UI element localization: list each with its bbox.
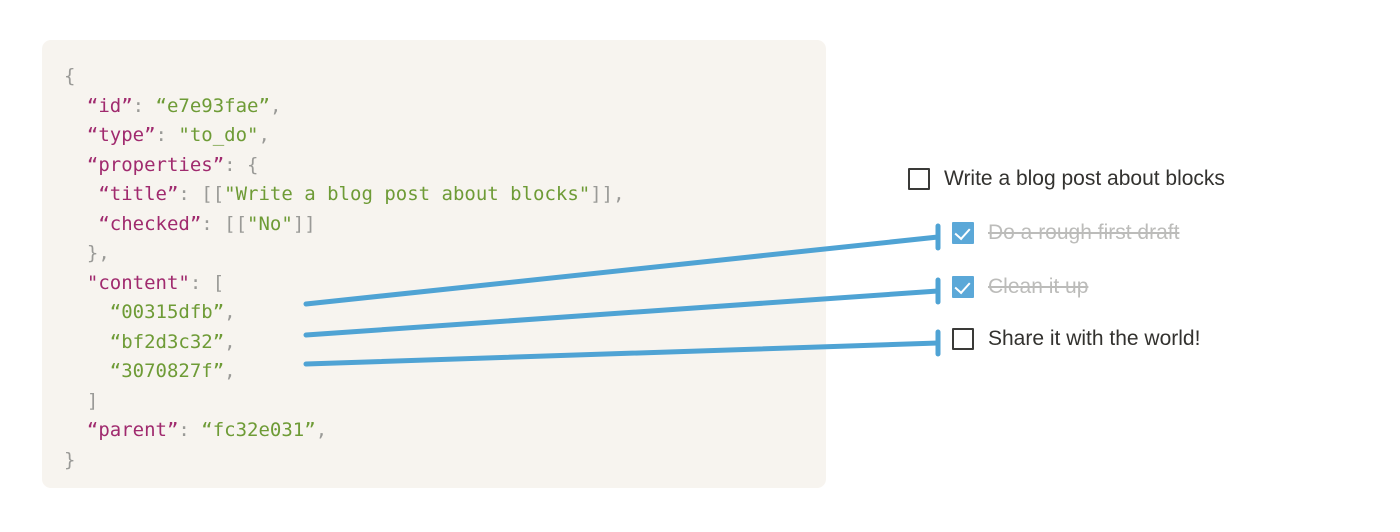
code-token: "to_do" bbox=[178, 124, 259, 146]
code-line-8: “00315dfb”, bbox=[64, 298, 625, 328]
code-token: “3070827f” bbox=[109, 360, 225, 382]
code-token: “checked” bbox=[98, 212, 202, 235]
code-token: : bbox=[132, 94, 156, 117]
code-line-6: }, bbox=[64, 239, 625, 269]
code-token: } bbox=[64, 448, 76, 471]
code-token: “parent” bbox=[86, 419, 179, 441]
code-line-1: “id”: “e7e93fae”, bbox=[64, 92, 625, 122]
code-token bbox=[64, 331, 110, 353]
code-token: "Write a blog post about blocks" bbox=[224, 183, 591, 205]
code-token: “id” bbox=[86, 94, 133, 117]
code-token: “type” bbox=[86, 124, 156, 146]
code-line-2: “type”: "to_do", bbox=[64, 121, 625, 151]
code-line-11: ] bbox=[64, 387, 625, 417]
json-code-block: { “id”: “e7e93fae”, “type”: "to_do", “pr… bbox=[64, 62, 625, 475]
code-line-9: “bf2d3c32”, bbox=[64, 328, 625, 358]
checkbox-checked-icon[interactable] bbox=[952, 222, 974, 244]
code-token: , bbox=[224, 330, 236, 353]
todo-item-label: Share it with the world! bbox=[988, 327, 1201, 350]
code-token: : [[ bbox=[178, 183, 225, 205]
code-token: , bbox=[224, 301, 236, 323]
code-token: ]], bbox=[590, 183, 625, 205]
code-token: “bf2d3c32” bbox=[109, 330, 225, 353]
todo-item[interactable]: Clean it up bbox=[952, 272, 1088, 302]
checkbox-unchecked-icon[interactable] bbox=[952, 328, 974, 350]
code-token: , bbox=[269, 94, 282, 117]
code-token: ] bbox=[64, 389, 99, 412]
code-line-7: "content": [ bbox=[64, 269, 625, 299]
code-token: : { bbox=[224, 153, 259, 176]
code-token: , bbox=[224, 360, 236, 382]
code-token: "content" bbox=[86, 271, 190, 294]
code-token: “properties” bbox=[86, 153, 225, 176]
code-token: }, bbox=[64, 242, 110, 264]
code-token: ]] bbox=[292, 212, 316, 235]
code-token bbox=[64, 154, 87, 176]
checkbox-checked-icon[interactable] bbox=[952, 276, 974, 298]
code-line-4: “title”: [["Write a blog post about bloc… bbox=[64, 180, 625, 210]
code-token bbox=[64, 183, 98, 205]
code-token: : [[ bbox=[201, 212, 248, 235]
code-token: “00315dfb” bbox=[109, 301, 225, 323]
code-token bbox=[64, 95, 87, 117]
code-token bbox=[64, 360, 110, 382]
code-token: : [ bbox=[189, 271, 225, 294]
code-token: : bbox=[178, 419, 202, 441]
code-line-0: { bbox=[64, 62, 625, 92]
code-line-5: “checked”: [["No"]] bbox=[64, 210, 625, 240]
todo-item[interactable]: Write a blog post about blocks bbox=[908, 164, 1225, 194]
code-token bbox=[64, 419, 87, 441]
code-token: { bbox=[64, 65, 76, 87]
code-line-10: “3070827f”, bbox=[64, 357, 625, 387]
code-line-3: “properties”: { bbox=[64, 151, 625, 181]
code-token: , bbox=[315, 419, 328, 441]
code-token: "No" bbox=[247, 212, 293, 235]
code-token: , bbox=[258, 124, 270, 146]
code-line-13: } bbox=[64, 446, 625, 476]
checkbox-unchecked-icon[interactable] bbox=[908, 168, 930, 190]
json-code-panel: { “id”: “e7e93fae”, “type”: "to_do", “pr… bbox=[42, 40, 826, 488]
todo-item[interactable]: Do a rough first draft bbox=[952, 218, 1179, 248]
code-token bbox=[64, 124, 87, 146]
code-token bbox=[64, 272, 87, 294]
todo-item-label: Do a rough first draft bbox=[988, 221, 1180, 244]
code-line-12: “parent”: “fc32e031”, bbox=[64, 416, 625, 446]
code-token: : bbox=[155, 124, 179, 146]
code-token: “e7e93fae” bbox=[155, 94, 270, 117]
todo-item-label: Write a blog post about blocks bbox=[944, 167, 1225, 190]
code-token bbox=[64, 213, 98, 235]
todo-item-label: Clean it up bbox=[988, 275, 1089, 298]
code-token: “fc32e031” bbox=[201, 419, 316, 441]
code-token: “title” bbox=[98, 183, 179, 205]
todo-item[interactable]: Share it with the world! bbox=[952, 324, 1200, 354]
code-token bbox=[64, 301, 110, 323]
